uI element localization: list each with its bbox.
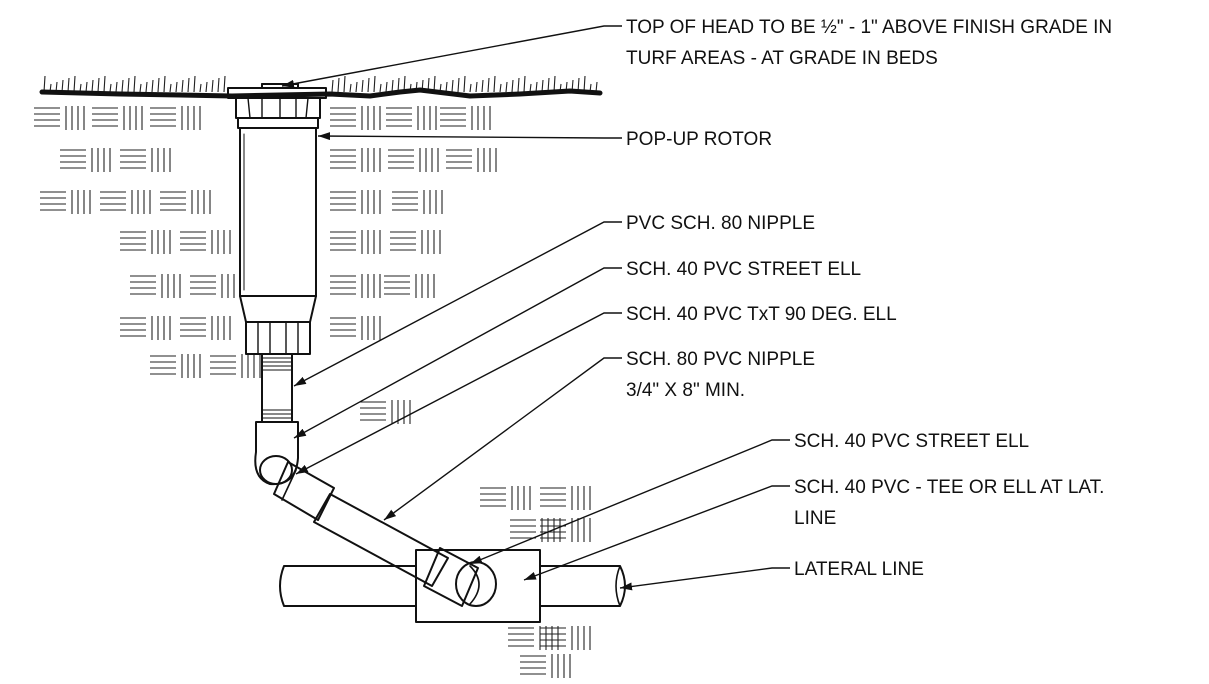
tee-fitting	[415, 549, 541, 623]
label-lateral: LATERAL LINE	[794, 559, 924, 580]
sch80-nipple-diagonal	[313, 493, 449, 587]
leader-nipple-min	[383, 357, 622, 521]
soil-hatch	[34, 106, 591, 678]
label-street-ell-lower: SCH. 40 PVC STREET ELL	[794, 431, 1029, 452]
street-ell-upper	[254, 421, 299, 486]
leader-tee	[523, 485, 790, 581]
txt-90-ell	[273, 461, 335, 521]
leader-street-ell-upper	[293, 267, 622, 439]
label-rotor: POP-UP ROTOR	[626, 129, 772, 150]
label-street-ell-upper: SCH. 40 PVC STREET ELL	[626, 259, 861, 280]
label-tee-line1: SCH. 40 PVC - TEE OR ELL AT LAT.	[794, 477, 1104, 498]
label-nipple-min-line1: SCH. 80 PVC NIPPLE	[626, 349, 815, 370]
label-txt-ell: SCH. 40 PVC TxT 90 DEG. ELL	[626, 304, 897, 325]
rotor-head-cap	[227, 83, 327, 129]
leader-lateral	[619, 567, 790, 591]
leaders	[281, 25, 790, 591]
leader-nipple80	[293, 221, 622, 387]
label-nipple80: PVC SCH. 80 NIPPLE	[626, 213, 815, 234]
label-tee-line2: LINE	[794, 508, 836, 529]
leader-txt-ell	[295, 312, 622, 475]
callout-labels: TOP OF HEAD TO BE ½" - 1" ABOVE FINISH G…	[626, 17, 1112, 580]
leader-rotor	[317, 132, 622, 141]
label-nipple-min-line2: 3/4" X 8" MIN.	[626, 380, 745, 401]
label-top-of-head-line1: TOP OF HEAD TO BE ½" - 1" ABOVE FINISH G…	[626, 17, 1112, 38]
sch80-nipple	[261, 353, 293, 423]
street-ell-lower	[423, 547, 497, 607]
leader-top-of-head	[281, 25, 622, 88]
label-top-of-head-line2: TURF AREAS - AT GRADE IN BEDS	[626, 48, 938, 69]
finish-grade-line	[39, 87, 603, 99]
leader-street-ell-lower	[469, 439, 790, 565]
turf-grass	[43, 75, 598, 93]
pop-up-rotor-body	[239, 127, 317, 355]
